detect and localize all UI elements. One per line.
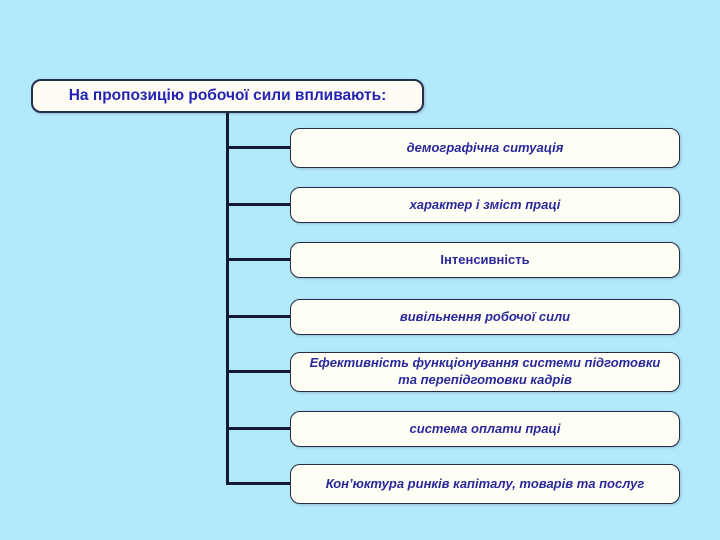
factor-box-labour-release: вивільнення робочої сили <box>290 299 680 335</box>
factor-box-pay-system: система оплати праці <box>290 411 680 447</box>
diagram-title: На пропозицію робочої сили впливають: <box>68 87 387 104</box>
connector-trunk <box>226 113 229 485</box>
factor-label: вивільнення робочої сили <box>399 308 571 324</box>
diagram-title-box: На пропозицію робочої сили впливають: <box>31 79 424 113</box>
factor-box-intensity: Інтенсивність <box>290 242 680 278</box>
factor-label: Кон’юктура ринків капіталу, товарів та п… <box>325 475 645 491</box>
factor-label: Ефективність функціонування системи підг… <box>309 355 661 387</box>
connector-branch-6 <box>228 427 290 430</box>
connector-branch-7 <box>228 482 290 485</box>
factor-box-training-system: Ефективність функціонування системи підг… <box>290 352 680 392</box>
factor-label: демографічна ситуація <box>406 139 564 155</box>
connector-branch-3 <box>228 258 290 261</box>
factor-box-labour-character: характер і зміст праці <box>290 187 680 223</box>
factor-box-market-conjuncture: Кон’юктура ринків капіталу, товарів та п… <box>290 464 680 504</box>
connector-branch-4 <box>228 315 290 318</box>
factor-label: система оплати праці <box>409 420 561 436</box>
factor-label: характер і зміст праці <box>409 196 561 212</box>
factor-box-demographic: демографічна ситуація <box>290 128 680 168</box>
connector-branch-2 <box>228 203 290 206</box>
connector-branch-1 <box>228 146 290 149</box>
factor-label: Інтенсивність <box>440 251 530 267</box>
connector-branch-5 <box>228 370 290 373</box>
